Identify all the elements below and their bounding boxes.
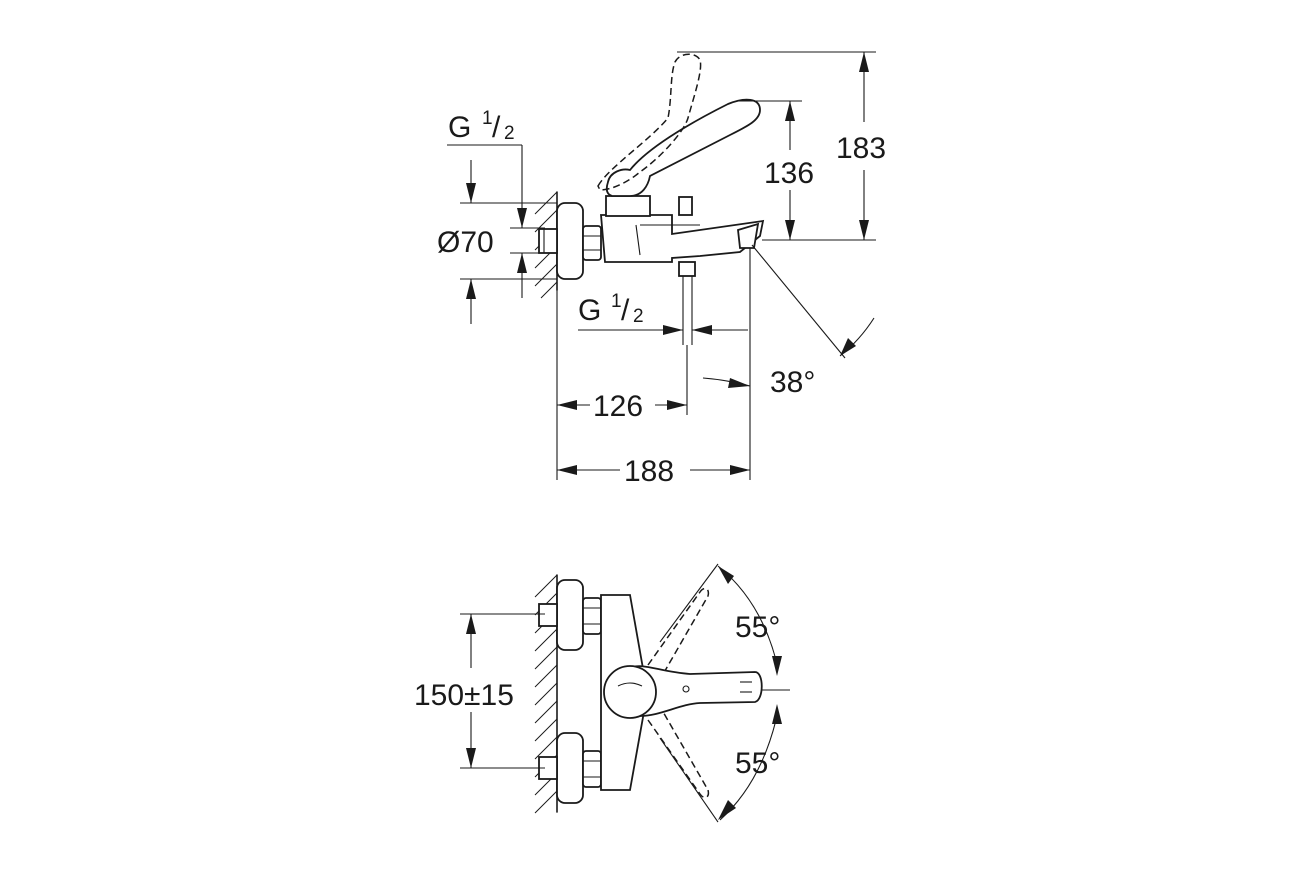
nut-lower — [582, 750, 602, 788]
dim-136-label: 136 — [764, 157, 814, 190]
thread-top-denominator: 2 — [504, 123, 515, 144]
mixer-body-side — [600, 214, 765, 263]
inlet-connector — [538, 228, 558, 254]
side-view: 183 136 G 1 / 2 — [437, 51, 886, 488]
dim-136: 136 — [738, 100, 814, 240]
thread-callout-bottom: G 1 / 2 — [578, 291, 748, 335]
lever-dashed-up — [647, 587, 710, 677]
thread-top-numerator: 1 — [482, 108, 493, 129]
flange-top-upper — [556, 579, 584, 651]
thread-callout-top: G 1 / 2 — [447, 108, 545, 298]
dim-diameter-label: Ø70 — [437, 226, 494, 259]
wall-flange-side — [556, 202, 584, 280]
connector-upper — [538, 603, 558, 627]
lever-top — [628, 665, 763, 717]
handle-disc — [603, 665, 657, 719]
dim-126: 126 — [557, 390, 687, 423]
union-nut — [582, 225, 602, 261]
dim-55-lower-label: 55° — [735, 747, 780, 780]
flange-top-lower — [556, 732, 584, 804]
thread-top-base: G — [448, 111, 471, 144]
dim-55-lower: 55° — [659, 704, 782, 823]
thread-bottom-base: G — [578, 294, 601, 327]
nut-upper — [582, 597, 602, 635]
dim-150: 150±15 — [414, 613, 545, 769]
top-view: 150±15 55° 55° — [414, 563, 790, 823]
dim-126-label: 126 — [593, 390, 643, 423]
dim-150-label: 150±15 — [414, 679, 514, 712]
dim-38-label: 38° — [770, 366, 815, 399]
dim-183-label: 183 — [836, 132, 886, 165]
lever-dashed-down — [647, 709, 710, 799]
lever-dashed — [597, 53, 702, 191]
lever-solid — [605, 98, 761, 197]
thread-bottom-denominator: 2 — [633, 306, 644, 327]
thread-bottom-separator: / — [621, 294, 630, 327]
mixer-top-cap — [605, 195, 651, 217]
dim-38-angle: 38° — [702, 244, 875, 399]
dim-188-label: 188 — [624, 455, 674, 488]
thread-top-separator: / — [492, 111, 501, 144]
thread-bottom-numerator: 1 — [611, 291, 622, 312]
dim-55-upper: 55° — [659, 563, 782, 676]
diverter-knob — [678, 196, 693, 216]
dim-55-upper-label: 55° — [735, 611, 780, 644]
dim-188: 188 — [557, 455, 750, 488]
dim-183: 183 — [677, 51, 886, 241]
dim-diameter: Ø70 — [437, 160, 557, 324]
bath-outlet — [678, 261, 696, 277]
